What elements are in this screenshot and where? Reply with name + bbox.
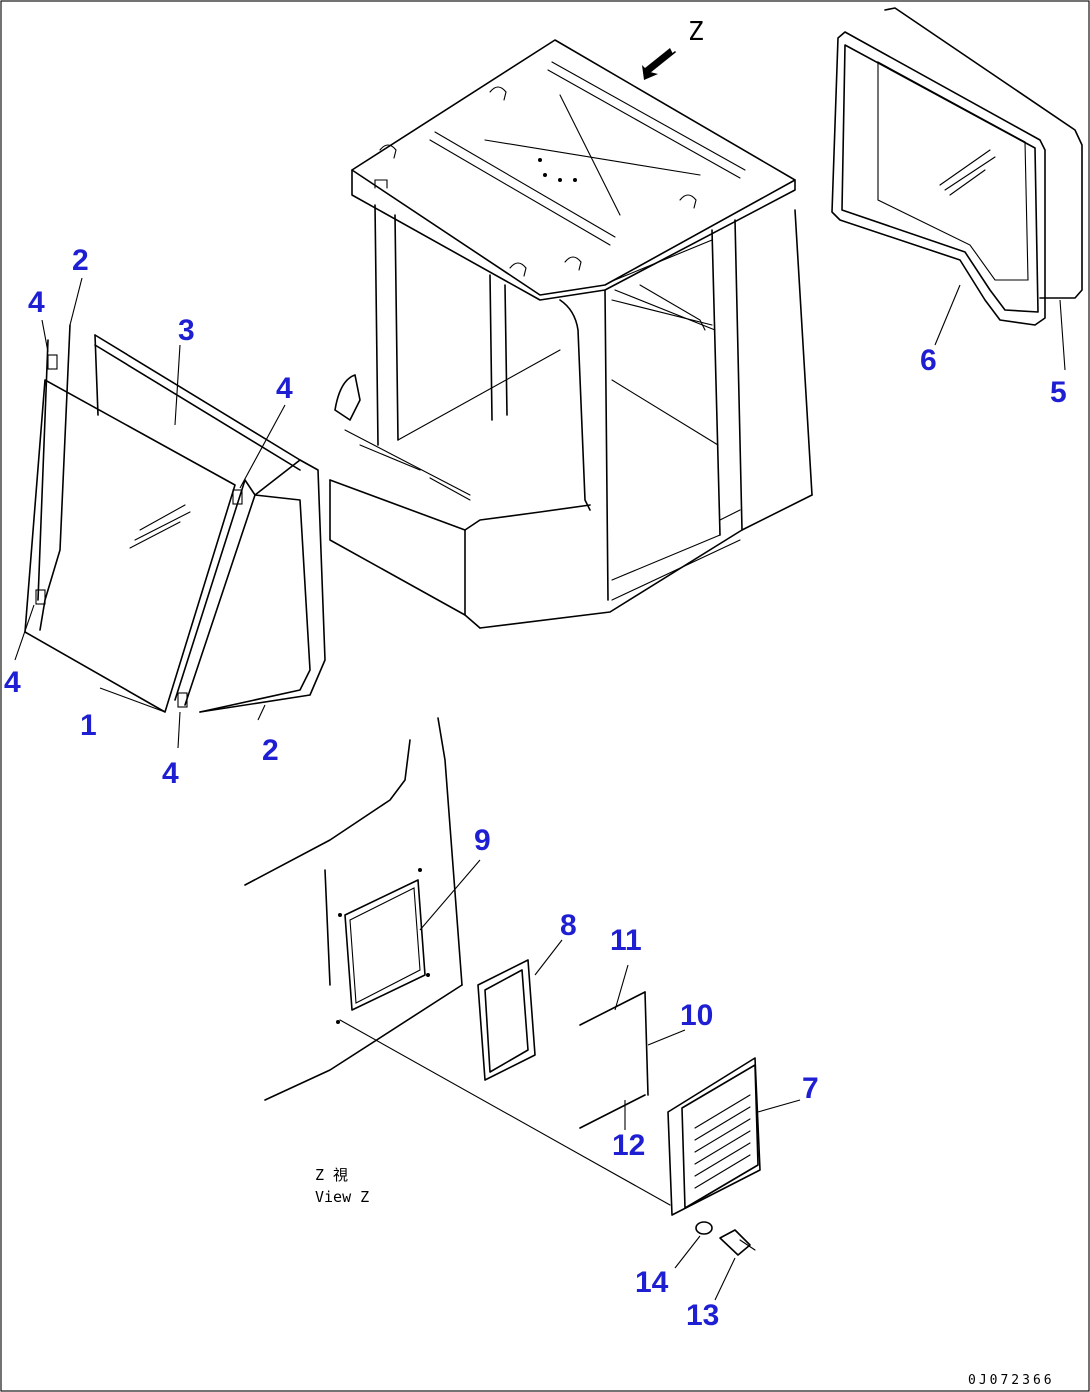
- drawing-code: 0J072366: [968, 1373, 1055, 1388]
- cab-assembly: [329, 39, 813, 629]
- rear-glass-assembly: [831, 7, 1083, 326]
- bolt-icon: [719, 1229, 751, 1256]
- callout-5: 5: [1050, 376, 1067, 409]
- callout-10: 10: [680, 999, 713, 1032]
- callout-2-top: 2: [72, 244, 89, 277]
- callout-8: 8: [560, 909, 577, 942]
- callout-3: 3: [178, 314, 195, 347]
- callout-9: 9: [474, 824, 491, 857]
- callout-14: 14: [635, 1266, 669, 1299]
- view-caption-en: View Z: [315, 1188, 369, 1206]
- callout-13: 13: [686, 1299, 719, 1332]
- leader-lines: [14, 277, 1066, 1301]
- callout-6: 6: [920, 344, 937, 377]
- callout-12: 12: [612, 1129, 645, 1162]
- callout-4-bottom-right: 4: [162, 757, 179, 790]
- view-caption-jp: Z 視: [315, 1166, 348, 1184]
- callout-11: 11: [610, 924, 642, 957]
- view-marker-z: Z: [688, 17, 704, 47]
- callout-4-top-right: 4: [276, 372, 293, 405]
- callout-4-top-left: 4: [28, 286, 45, 319]
- front-glass-assembly: [24, 324, 326, 713]
- callout-2-bottom: 2: [262, 734, 279, 767]
- view-z-assembly: [244, 717, 761, 1256]
- view-arrow-icon: [642, 48, 676, 80]
- callout-1: 1: [80, 709, 97, 742]
- callout-7: 7: [802, 1072, 819, 1105]
- callout-4-bottom-left: 4: [4, 666, 21, 699]
- washer-icon: [695, 1221, 713, 1235]
